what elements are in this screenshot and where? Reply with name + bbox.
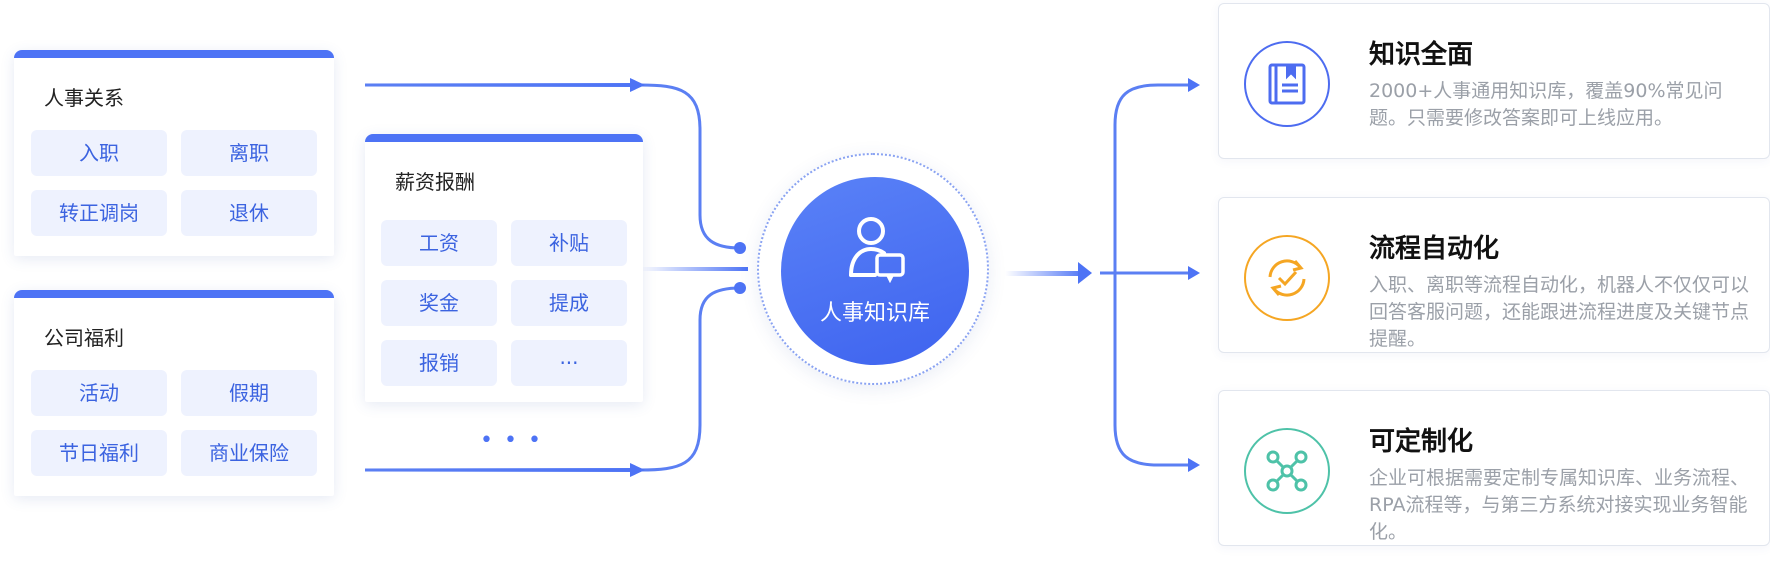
feature-title: 可定制化 [1369,427,1474,457]
arrow-head-bottom [630,463,645,477]
card-title: 人事关系 [44,86,124,110]
connector-top [365,83,741,250]
tag-item[interactable]: 假期 [181,370,317,416]
tag-item[interactable]: 工资 [381,220,497,266]
feature-card-customization: 可定制化 企业可根据需要定制专属知识库、业务流程、RPA流程等，与第三方系统对接… [1218,390,1770,546]
arrow-head-feature-2 [1188,266,1200,280]
user-chat-icon [847,213,905,287]
tag-item[interactable]: 入职 [31,130,167,176]
card-renshi: 人事关系 入职 离职 转正调岗 退休 [14,50,334,256]
connector-bottom [365,286,741,472]
card-xinzi: 薪资报酬 工资 补贴 奖金 提成 报销 ··· [365,134,643,402]
tag-item[interactable]: 活动 [31,370,167,416]
card-title: 薪资报酬 [395,170,475,194]
tag-item[interactable]: 补贴 [511,220,627,266]
feature-card-knowledge: 知识全面 2000+人事通用知识库，覆盖90%常见问题。只需要修改答案即可上线应… [1218,3,1770,159]
tag-item[interactable]: 节日福利 [31,430,167,476]
refresh-check-icon [1244,235,1330,321]
feature-desc: 2000+人事通用知识库，覆盖90%常见问题。只需要修改答案即可上线应用。 [1369,80,1723,129]
arrow-head-top [630,78,645,92]
arrow-head-output [1078,262,1092,284]
hub-label: 人事知识库 [819,301,930,326]
network-nodes-icon [1244,428,1330,514]
connector-output [1005,271,1085,276]
tag-item[interactable]: 离职 [181,130,317,176]
connector-branch [1100,83,1192,467]
feature-desc: 企业可根据需要定制专属知识库、业务流程、RPA流程等，与第三方系统对接实现业务智… [1369,467,1750,543]
arrow-head-feature-1 [1188,78,1200,92]
junction-dot-bottom [734,282,746,294]
tag-item[interactable]: 商业保险 [181,430,317,476]
feature-card-automation: 流程自动化 入职、离职等流程自动化，机器人不仅仅可以回答客服问题，还能跟进流程进… [1218,197,1770,353]
tag-item[interactable]: 报销 [381,340,497,386]
card-fuli: 公司福利 活动 假期 节日福利 商业保险 [14,290,334,496]
tag-item[interactable]: 提成 [511,280,627,326]
hub-circle: 人事知识库 [757,153,989,385]
tag-item[interactable]: 转正调岗 [31,190,167,236]
more-ellipsis: • • • [480,428,543,453]
feature-title: 流程自动化 [1369,234,1500,264]
card-title: 公司福利 [44,326,124,350]
connector-middle [640,267,748,271]
book-icon [1244,41,1330,127]
junction-dot-top [734,242,746,254]
tag-item-more[interactable]: ··· [511,340,627,386]
tag-item[interactable]: 退休 [181,190,317,236]
tag-item[interactable]: 奖金 [381,280,497,326]
feature-title: 知识全面 [1369,40,1474,70]
feature-desc: 入职、离职等流程自动化，机器人不仅仅可以回答客服问题，还能跟进流程进度及关键节点… [1369,274,1750,350]
arrow-head-feature-3 [1188,458,1200,472]
hub-core: 人事知识库 [781,177,969,365]
